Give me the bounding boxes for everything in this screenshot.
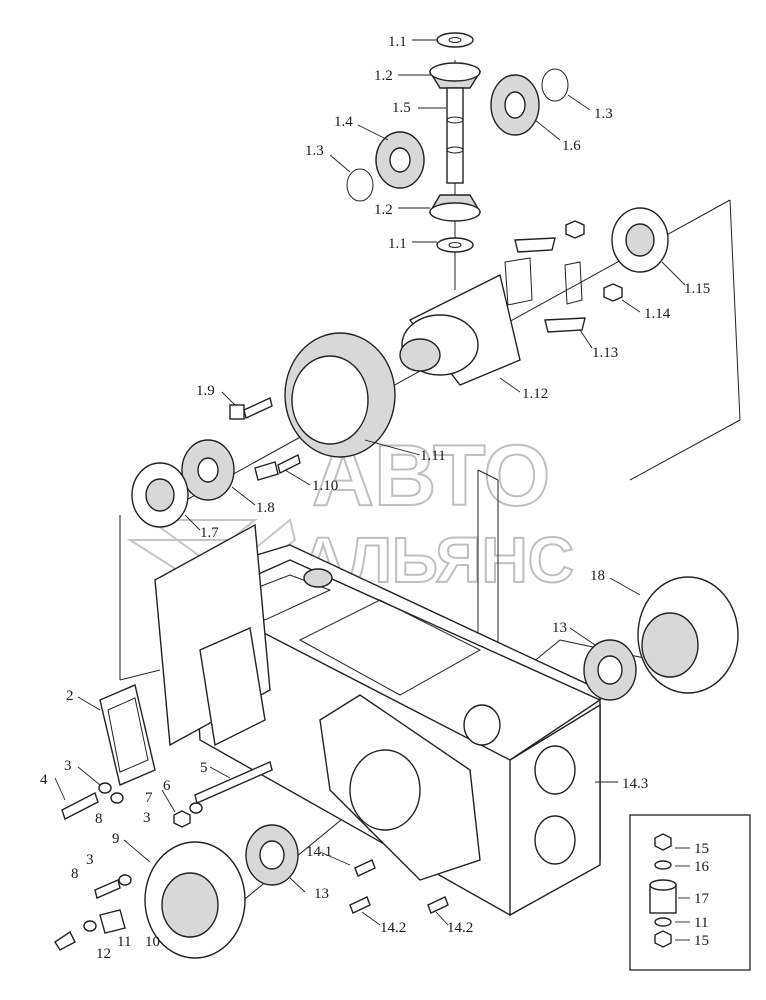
label-2: 2 [66, 688, 74, 704]
stud-5 [194, 761, 273, 804]
label-1-3-right: 1.3 [594, 106, 613, 122]
label-4: 4 [40, 772, 48, 788]
lock-plate-upper [514, 237, 556, 253]
label-1-7: 1.7 [200, 525, 219, 541]
label-1-15: 1.15 [684, 281, 710, 297]
label-1-13: 1.13 [592, 345, 618, 361]
satellite-axle [446, 87, 464, 184]
inset-box [629, 814, 751, 971]
inset-bolt-bottom [654, 930, 672, 948]
plate-10 [99, 909, 126, 934]
label-13-right: 13 [552, 620, 567, 636]
thrust-washer-bottom [436, 237, 474, 253]
right-side-parts [583, 576, 739, 701]
label-11-a: 11 [117, 934, 131, 950]
label-1-9: 1.9 [196, 383, 215, 399]
label-13-bottom: 13 [314, 886, 329, 902]
washer-3a [98, 782, 112, 794]
label-inset-15-a: 15 [694, 841, 709, 857]
label-18: 18 [590, 568, 605, 584]
label-1-5: 1.5 [392, 100, 411, 116]
label-7: 7 [145, 790, 153, 806]
label-6: 6 [163, 778, 171, 794]
bolt-8b [94, 879, 121, 899]
label-1-2-bottom: 1.2 [374, 202, 393, 218]
bolt-1-9 [229, 404, 245, 420]
label-1-6: 1.6 [562, 138, 581, 154]
label-10: 10 [145, 934, 160, 950]
label-1-1-top: 1.1 [388, 34, 407, 50]
label-8-b: 8 [71, 866, 79, 882]
label-inset-15-b: 15 [694, 933, 709, 949]
nut-upper [565, 220, 585, 239]
label-1-14: 1.14 [644, 306, 671, 322]
washer-11 [83, 920, 97, 932]
label-1-11: 1.11 [420, 448, 446, 464]
label-inset-11: 11 [694, 915, 708, 931]
label-5: 5 [200, 760, 208, 776]
label-1-1-bottom: 1.1 [388, 236, 407, 252]
inset-washer-11 [654, 917, 672, 927]
inset-washer-16 [654, 860, 672, 870]
callout-labels: 1.1 1.2 1.3 1.5 1.4 1.6 1.3 1.2 1.1 1.15… [40, 34, 710, 962]
label-14-2-b: 14.2 [447, 920, 473, 936]
label-12: 12 [96, 946, 111, 962]
cover-2 [99, 684, 156, 786]
bottom-left-parts [54, 684, 449, 959]
label-14-3: 14.3 [622, 776, 648, 792]
label-3-c: 3 [86, 852, 94, 868]
watermark: АВТО АЛЬЯНС [126, 427, 575, 597]
label-1-10: 1.10 [312, 478, 338, 494]
label-1-3-left: 1.3 [305, 143, 324, 159]
bolt-4 [61, 792, 99, 820]
inset-bolt-top [654, 833, 672, 851]
shim-left [346, 168, 374, 202]
nut-lower [603, 283, 623, 302]
bolt-1-10 [254, 461, 279, 481]
washer-3c [118, 874, 132, 886]
gearbox-housing [154, 523, 602, 917]
label-8-a: 8 [95, 811, 103, 827]
label-3-b: 3 [143, 810, 151, 826]
washer-8a [110, 792, 124, 804]
differential-assembly [131, 32, 669, 528]
label-1-12: 1.12 [522, 386, 548, 402]
label-inset-17: 17 [694, 891, 710, 907]
label-14-1: 14.1 [306, 844, 332, 860]
label-1-4: 1.4 [334, 114, 353, 130]
pin-14-2a [349, 896, 371, 914]
pin-14-1 [354, 859, 376, 877]
bolt-12 [54, 930, 76, 951]
leader-lines [54, 39, 690, 941]
thrust-washer-top [436, 32, 474, 48]
label-3-a: 3 [64, 758, 72, 774]
label-9: 9 [112, 831, 120, 847]
lock-plate-lower [544, 317, 586, 333]
shim-right [541, 68, 569, 102]
label-14-2-a: 14.2 [380, 920, 406, 936]
label-1-2-top: 1.2 [374, 68, 393, 84]
pin-14-2b [427, 896, 449, 914]
washer-7 [189, 802, 203, 814]
label-1-8: 1.8 [256, 500, 275, 516]
nut-6 [173, 810, 191, 828]
label-inset-16: 16 [694, 859, 710, 875]
